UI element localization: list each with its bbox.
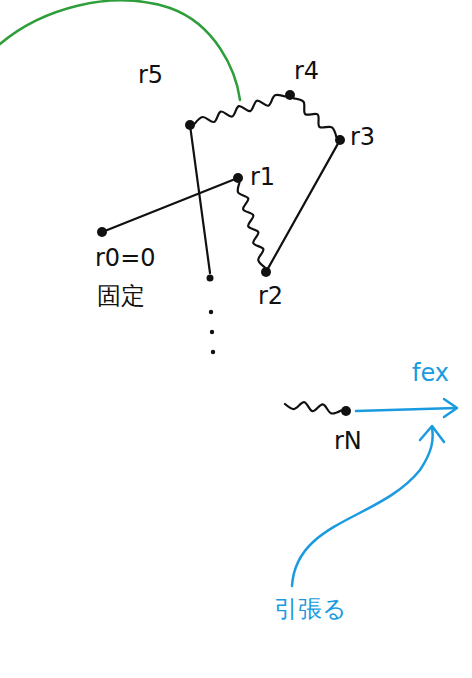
note-text: 固定 <box>97 283 145 309</box>
position-label: r2 <box>258 283 283 309</box>
ellipsis-dot <box>211 350 215 354</box>
callout-arrowhead <box>420 426 444 442</box>
spring <box>238 183 265 267</box>
chain-bead: r0=0固定 <box>97 227 107 237</box>
ellipsis-dot <box>209 310 213 314</box>
ellipsis-dot <box>210 330 214 334</box>
force-arrowhead <box>444 399 457 417</box>
chain-bead: rN <box>341 406 351 416</box>
bond-line <box>268 144 337 267</box>
chain-bead: r4 <box>285 90 295 100</box>
position-label: rN <box>334 428 362 454</box>
spring <box>195 95 285 124</box>
chain-bead: r1 <box>233 173 243 183</box>
green-pointer <box>0 0 240 100</box>
chain-bead <box>207 275 214 282</box>
callout-pointer <box>292 428 433 586</box>
chain-bead: r3 <box>335 135 345 145</box>
force-arrow <box>356 408 456 411</box>
spring <box>294 98 337 136</box>
callout-text: 引張る <box>274 596 347 622</box>
bond-line <box>107 180 234 230</box>
position-label: r1 <box>250 164 275 190</box>
position-label: r5 <box>138 62 163 88</box>
chain-bead: r2 <box>261 267 271 277</box>
position-label: r3 <box>350 124 375 150</box>
position-label: r0=0 <box>95 245 156 271</box>
chain-bead: r5 <box>185 120 195 130</box>
spring <box>191 130 341 413</box>
force-label: fex <box>412 360 449 386</box>
position-label: r4 <box>294 58 319 84</box>
